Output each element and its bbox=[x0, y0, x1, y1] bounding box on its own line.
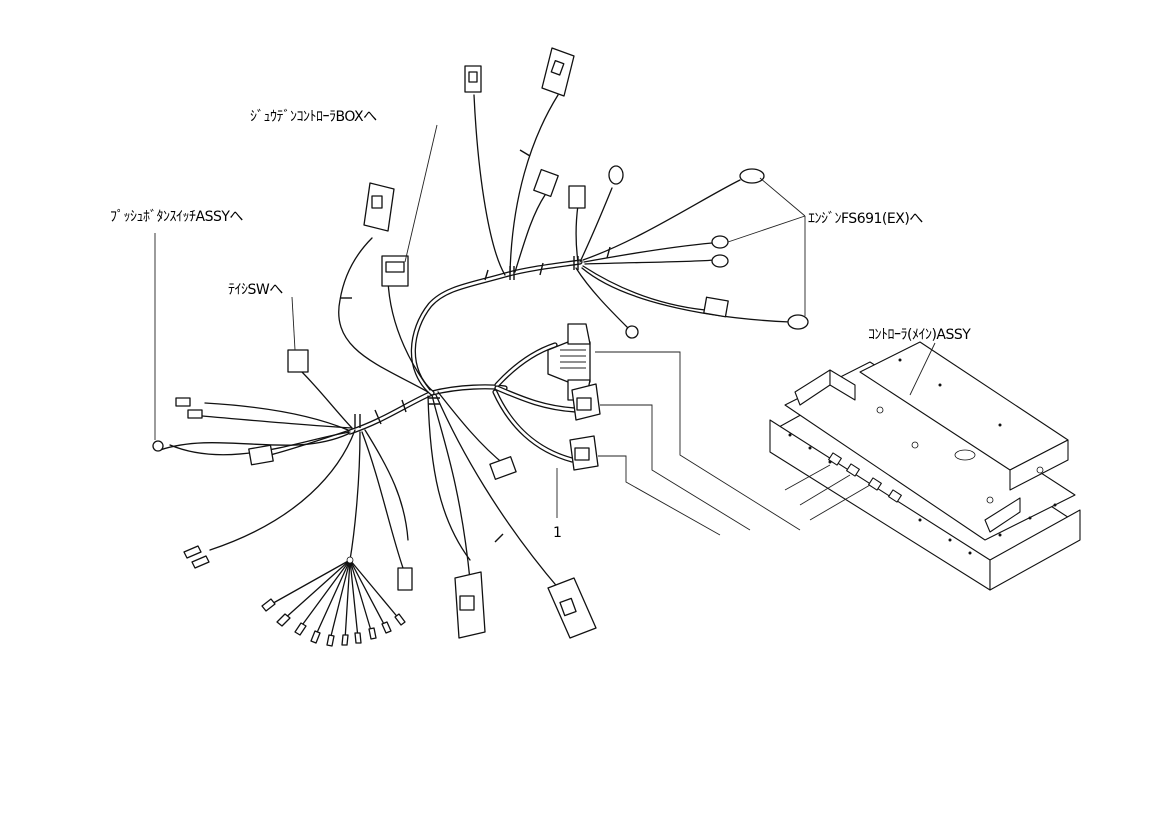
connector-teishi-sw bbox=[287, 349, 309, 373]
leader-lines bbox=[154, 124, 936, 536]
terminal-fan-bundle bbox=[261, 556, 406, 647]
harness-main-trunk bbox=[347, 259, 583, 463]
label-engine: ｴﾝｼﾞﾝFS691(EX)へ bbox=[808, 211, 923, 227]
connectors bbox=[152, 47, 809, 639]
label-item-1: 1 bbox=[553, 525, 562, 541]
controller-main-assy bbox=[769, 341, 1081, 591]
harness-upper-branches bbox=[473, 94, 791, 329]
harness-left-branches bbox=[159, 237, 431, 569]
label-controller-main: ｺﾝﾄﾛｰﾗ(ﾒｲﾝ)ASSY bbox=[868, 327, 971, 343]
harness-lower-branches bbox=[427, 391, 561, 591]
label-push-button: ﾌﾟｯｼｭﾎﾞﾀﾝｽｲｯﾁASSYへ bbox=[110, 209, 243, 225]
label-jyuden-box: ｼﾞｭｳﾃﾞﾝｺﾝﾄﾛｰﾗBOXへ bbox=[250, 109, 377, 125]
label-teishi-sw: ﾃｲｼSWへ bbox=[228, 282, 283, 298]
